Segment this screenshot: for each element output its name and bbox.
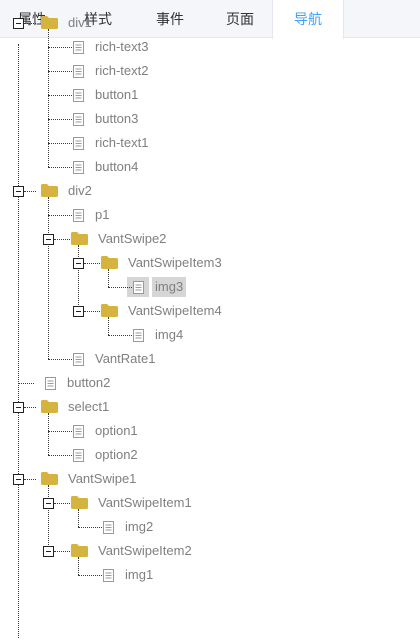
file-icon	[133, 281, 144, 294]
file-icon	[103, 569, 114, 582]
folder-icon	[41, 400, 58, 413]
tree-connector-line	[48, 167, 74, 168]
tree-guide-line	[48, 29, 49, 167]
folder-icon	[101, 304, 118, 317]
tree-connector-line	[54, 551, 66, 552]
file-icon	[73, 137, 84, 150]
tree-connector-line	[48, 71, 74, 72]
collapse-toggle-icon[interactable]	[13, 474, 24, 485]
tab-events[interactable]: 事件	[156, 11, 184, 27]
tab-styles[interactable]: 样式	[84, 11, 112, 27]
tree-guide-line	[48, 197, 49, 359]
tree-connector-line	[48, 143, 74, 144]
tree-node-label[interactable]: VantSwipeItem3	[128, 255, 222, 270]
file-icon	[73, 41, 84, 54]
tree-node-label[interactable]: VantRate1	[95, 351, 156, 366]
tab-navigation[interactable]: 导航	[272, 0, 344, 39]
collapse-toggle-icon[interactable]	[43, 498, 54, 509]
tree-node-label[interactable]: VantSwipe1	[68, 471, 137, 486]
folder-icon	[71, 232, 88, 245]
tree-node-label[interactable]: rich-text1	[95, 135, 149, 150]
tree-node-label[interactable]: img4	[155, 327, 184, 342]
tree-node-label[interactable]: div1	[68, 15, 92, 30]
tree-connector-line	[24, 407, 36, 408]
file-icon	[45, 377, 56, 390]
folder-icon	[41, 472, 58, 485]
tree-node-label[interactable]: option1	[95, 423, 138, 438]
tree-connector-line	[48, 119, 74, 120]
tree-connector-line	[48, 359, 74, 360]
collapse-toggle-icon[interactable]	[73, 258, 84, 269]
tree-connector-line	[54, 239, 66, 240]
tab-page[interactable]: 页面	[226, 11, 254, 27]
tree-connector-line	[48, 47, 74, 48]
file-icon	[73, 161, 84, 174]
file-icon	[73, 209, 84, 222]
tree-node-label[interactable]: select1	[68, 399, 110, 414]
tree-connector-line	[84, 311, 96, 312]
tree-connector-line	[48, 431, 74, 432]
file-icon	[103, 521, 114, 534]
collapse-toggle-icon[interactable]	[13, 402, 24, 413]
tree-connector-line	[18, 383, 34, 384]
tree-guide-line	[78, 557, 79, 575]
tree-node-label[interactable]: button1	[95, 87, 139, 102]
folder-icon	[71, 496, 88, 509]
tree-node-label[interactable]: div2	[68, 183, 92, 198]
tree-connector-line	[24, 23, 36, 24]
tree-guide-line	[108, 317, 109, 335]
tree-connector-line	[108, 335, 134, 336]
tree-guide-line	[78, 509, 79, 527]
tree-connector-line	[24, 479, 36, 480]
tree-guide-line	[78, 245, 79, 311]
tree-node-label[interactable]: button2	[67, 375, 111, 390]
tree-node-label[interactable]: button4	[95, 159, 139, 174]
file-icon	[73, 449, 84, 462]
tree-node-label[interactable]: img2	[125, 519, 154, 534]
tree-connector-line	[48, 455, 74, 456]
file-icon	[73, 89, 84, 102]
tree-root-guide-line	[18, 44, 19, 638]
tree-guide-line	[48, 413, 49, 455]
tree-node-label[interactable]: option2	[95, 447, 138, 462]
tree-connector-line	[24, 191, 36, 192]
tree-node-label[interactable]: rich-text3	[95, 39, 149, 54]
tree-node-label[interactable]: rich-text2	[95, 63, 149, 78]
folder-icon	[101, 256, 118, 269]
tree-connector-line	[48, 215, 74, 216]
collapse-toggle-icon[interactable]	[43, 234, 54, 245]
folder-icon	[71, 544, 88, 557]
folder-icon	[41, 184, 58, 197]
collapse-toggle-icon[interactable]	[73, 306, 84, 317]
tree-node-label[interactable]: p1	[95, 207, 110, 222]
tree-connector-line	[54, 503, 66, 504]
folder-icon	[41, 16, 58, 29]
panel-tab-bar: 属性 样式 事件 页面 导航	[0, 0, 420, 39]
tree-connector-line	[78, 527, 104, 528]
tree-node-label[interactable]: VantSwipeItem2	[98, 543, 192, 558]
file-icon	[73, 353, 84, 366]
file-icon	[133, 329, 144, 342]
tree-guide-line	[48, 485, 49, 551]
tree-node-label[interactable]: img3	[152, 277, 187, 297]
tree-connector-line	[78, 575, 104, 576]
tree-connector-line	[48, 95, 74, 96]
file-icon	[73, 113, 84, 126]
file-icon	[73, 425, 84, 438]
tree-node-label[interactable]: button3	[95, 111, 139, 126]
collapse-toggle-icon[interactable]	[43, 546, 54, 557]
tree-connector-line	[108, 287, 134, 288]
collapse-toggle-icon[interactable]	[13, 18, 24, 29]
tree-guide-line	[108, 269, 109, 287]
collapse-toggle-icon[interactable]	[13, 186, 24, 197]
tree-node-label[interactable]: img1	[125, 567, 154, 582]
tree-node-label[interactable]: VantSwipeItem1	[98, 495, 192, 510]
tree-node-label[interactable]: VantSwipe2	[98, 231, 167, 246]
tree-connector-line	[84, 263, 96, 264]
tree-node-label[interactable]: VantSwipeItem4	[128, 303, 222, 318]
file-icon	[73, 65, 84, 78]
